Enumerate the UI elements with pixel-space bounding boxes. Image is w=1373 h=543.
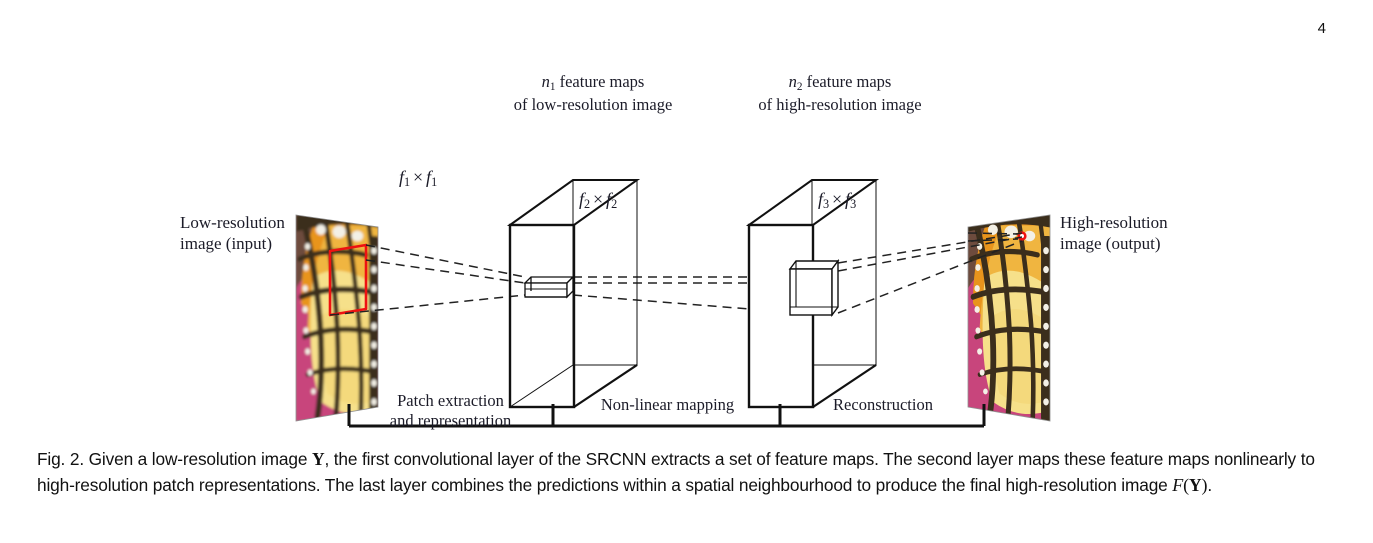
figure-2-diagram: n1 feature maps of low-resolution image … (0, 55, 1373, 440)
f3-left-symbol: f (818, 189, 824, 209)
stage1-line1: Patch extraction (397, 391, 504, 410)
input-image-label: Low-resolution image (input) (180, 213, 285, 254)
caption-figure-number: Fig. 2. (37, 449, 84, 469)
f1-right-subscript: 1 (431, 175, 438, 190)
f1-left-symbol: f (399, 167, 405, 187)
f1-right-symbol: f (426, 167, 432, 187)
layer2-caption: n2 feature maps of high-resolution image (726, 72, 954, 115)
stage-label-patch-extraction: Patch extraction and representation (349, 391, 552, 431)
layer2-n-symbol: n (788, 72, 797, 91)
layer1-feature-map-slab (506, 179, 641, 409)
page-number: 4 (1317, 20, 1326, 37)
layer1-response-cuboid (523, 275, 575, 299)
stage-label-reconstruction: Reconstruction (783, 395, 983, 415)
layer2-caption-line2: of high-resolution image (758, 94, 922, 114)
filter-size-f1-label: f1×f1 (399, 167, 437, 190)
f3-right-symbol: f (845, 189, 851, 209)
stage-bracket (347, 404, 986, 428)
filter-size-f3-label: f3×f3 (818, 189, 856, 212)
caption-symbol-Y-second: Y (1189, 474, 1202, 495)
layer1-n-subscript: 1 (549, 80, 556, 93)
caption-part-1: Given a low-resolution image (83, 449, 312, 469)
f2-times-icon: × (593, 189, 604, 209)
input-image-label-line1: Low-resolution (180, 213, 285, 232)
f2-right-symbol: f (606, 189, 612, 209)
caption-paren-close: ) (1201, 474, 1208, 495)
projection-lines (329, 232, 1023, 316)
output-image-label-line1: High-resolution (1060, 213, 1168, 232)
stage2-text: Non-linear mapping (600, 395, 735, 414)
layer1-caption: n1 feature maps of low-resolution image (488, 72, 698, 115)
caption-paren-open: ( (1183, 474, 1189, 495)
figure-caption: Fig. 2. Given a low-resolution image Y, … (37, 447, 1337, 498)
layer2-caption-rest: feature maps (802, 72, 892, 91)
filter-size-f2-label: f2×f2 (579, 189, 617, 212)
caption-symbol-Y-first: Y (311, 449, 325, 469)
output-image-thumbnail (967, 214, 1051, 422)
output-image-label-line2: image (output) (1060, 233, 1161, 253)
layer2-response-cube (788, 258, 840, 318)
srcnn-architecture-svg (295, 179, 1051, 428)
f1-left-subscript: 1 (404, 175, 411, 190)
input-image-label-line2: image (input) (180, 233, 273, 253)
f3-left-subscript: 3 (823, 197, 830, 212)
output-image-label: High-resolution image (output) (1060, 213, 1168, 254)
stage-label-nonlinear-mapping: Non-linear mapping (555, 395, 780, 415)
stage1-line2: and representation (389, 411, 512, 431)
layer1-caption-line2: of low-resolution image (513, 94, 673, 114)
layer2-n-subscript: 2 (796, 80, 803, 93)
f1-times-icon: × (413, 167, 424, 187)
layer1-n-symbol: n (541, 72, 550, 91)
f3-times-icon: × (832, 189, 843, 209)
input-patch-marker (328, 243, 368, 317)
f2-left-subscript: 2 (584, 197, 591, 212)
f2-right-subscript: 2 (611, 197, 618, 212)
caption-part-2: , the first convolutional layer of the S… (37, 449, 1315, 495)
stage3-text: Reconstruction (833, 395, 933, 414)
f3-right-subscript: 3 (850, 197, 857, 212)
caption-symbol-F: F (1172, 474, 1184, 495)
f2-left-symbol: f (579, 189, 585, 209)
layer1-caption-rest: feature maps (555, 72, 645, 91)
caption-period: . (1207, 474, 1213, 495)
